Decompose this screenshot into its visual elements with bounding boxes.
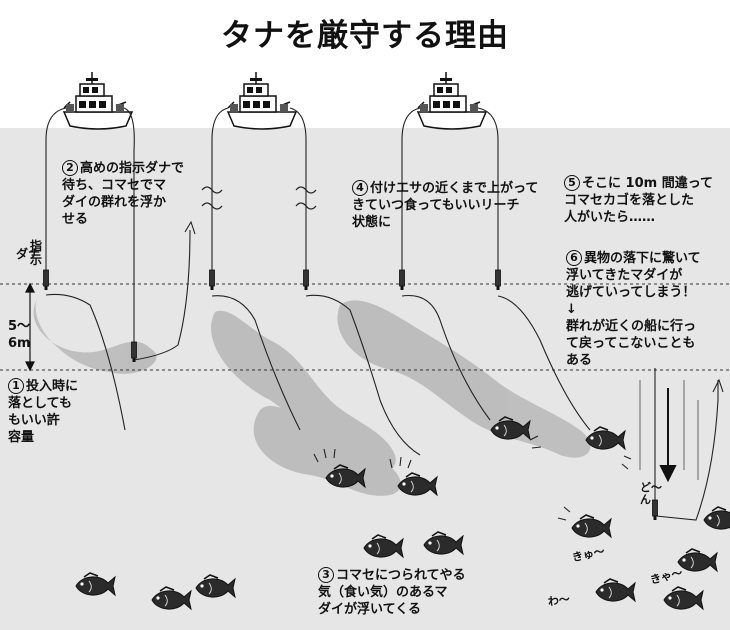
range-label-bottom: 6m [8,336,31,351]
speed-lines [639,380,699,480]
falling-arrow [659,388,677,483]
hook-icon [712,378,724,393]
page-title: タナを厳守する理由 [221,18,509,54]
motion-marks [313,435,632,521]
tolerance-arrow [25,282,35,372]
range-label-top: 5〜 [8,319,31,334]
hook-icon [184,220,196,235]
sound-doon: ど〜ん [640,481,662,506]
shiji-label: 指示 [30,239,43,267]
line-break-mark [201,186,317,210]
tana-label: ダナ [16,247,41,261]
fishing-lines [45,107,719,521]
